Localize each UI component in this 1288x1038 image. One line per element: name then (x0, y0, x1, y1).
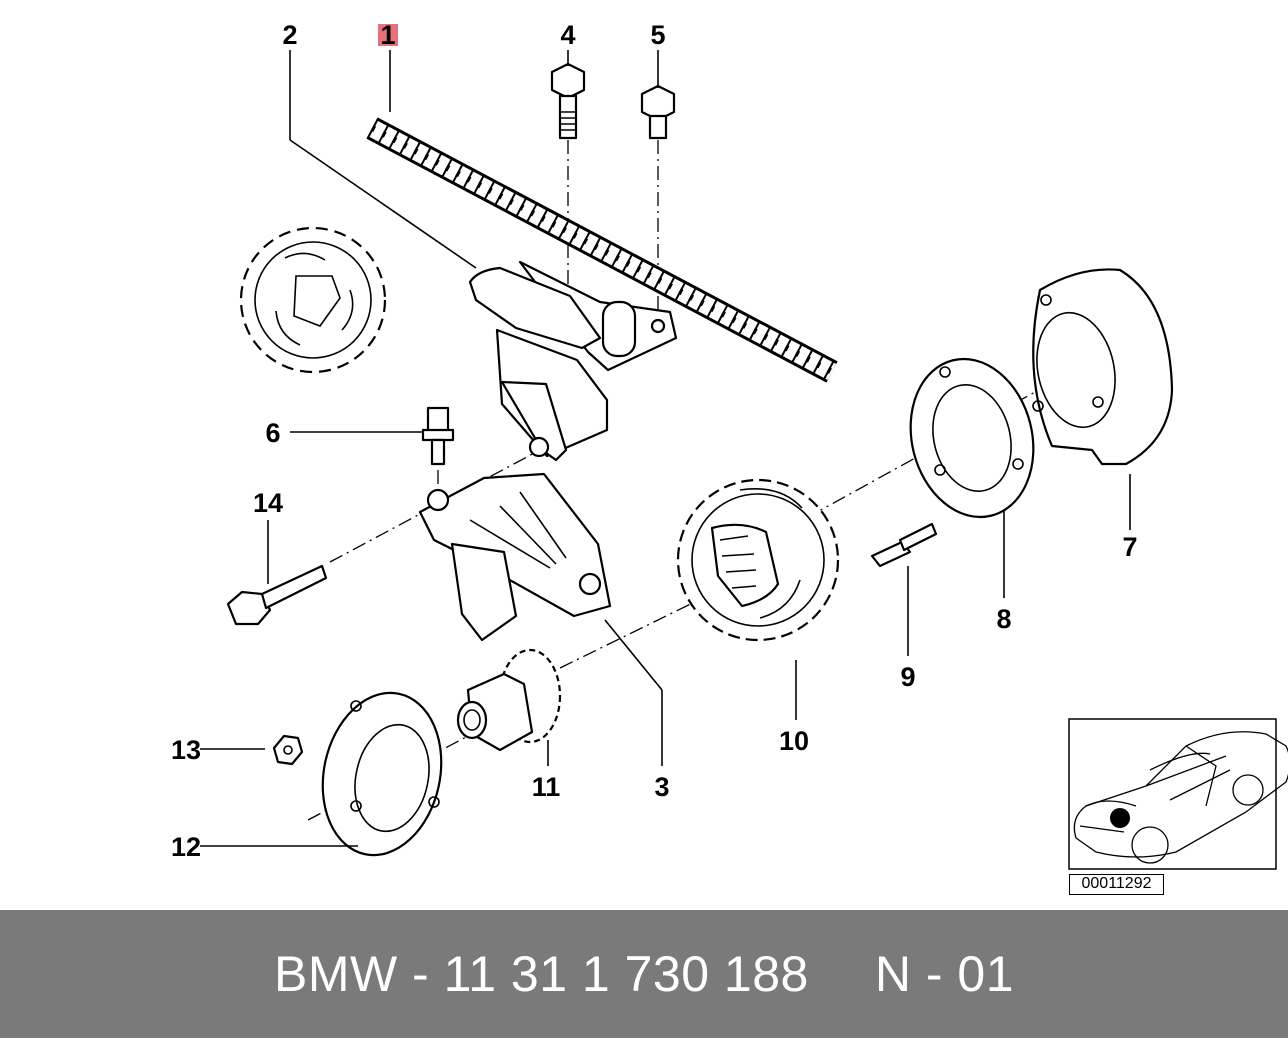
cover-part-7 (1032, 268, 1174, 466)
gear-part-11 (456, 648, 562, 752)
sprocket-part-2 (239, 226, 387, 374)
tensioner-rail-part-2 (468, 260, 678, 462)
bolt-part-14 (226, 564, 328, 626)
callout-2: 2 (282, 20, 297, 50)
bolt-part-6 (421, 406, 455, 466)
page-label: N - 01 (874, 946, 1015, 1002)
gasket-part-12 (321, 691, 443, 857)
nut-part-13 (272, 734, 304, 766)
callout-1: 1 (380, 20, 395, 50)
gasket-part-8 (909, 357, 1035, 519)
leader-lines (200, 50, 1131, 847)
location-dot (1110, 808, 1130, 828)
footer-bar: BMW - 11 31 1 730 188 N - 01 (0, 910, 1288, 1038)
part-number-label: BMW - 11 31 1 730 188 (273, 946, 809, 1002)
callout-5: 5 (650, 20, 665, 50)
callout-11: 11 (532, 772, 561, 802)
timing-chain-part-1 (366, 117, 838, 383)
bolt-part-4 (550, 62, 586, 140)
callout-9: 9 (900, 662, 915, 692)
callout-6: 6 (265, 418, 280, 448)
highlight-marker (378, 24, 398, 46)
callout-12: 12 (171, 832, 201, 862)
crank-sprocket-part-10 (676, 478, 840, 642)
reference-number: 00011292 (1069, 874, 1164, 895)
callout-14: 14 (253, 488, 283, 518)
parts-diagram: 1 2 3 4 5 6 7 8 9 10 11 12 13 14 (171, 20, 1288, 870)
callout-7: 7 (1122, 532, 1137, 562)
callout-10: 10 (779, 726, 809, 756)
guide-rail-part-3 (418, 472, 612, 642)
callout-3: 3 (654, 772, 669, 802)
stud-part-9 (870, 522, 938, 568)
callout-4: 4 (560, 20, 575, 50)
callout-8: 8 (996, 604, 1011, 634)
car-locator-thumbnail (1068, 718, 1288, 870)
callout-13: 13 (171, 735, 201, 765)
bolt-part-5 (640, 84, 676, 140)
